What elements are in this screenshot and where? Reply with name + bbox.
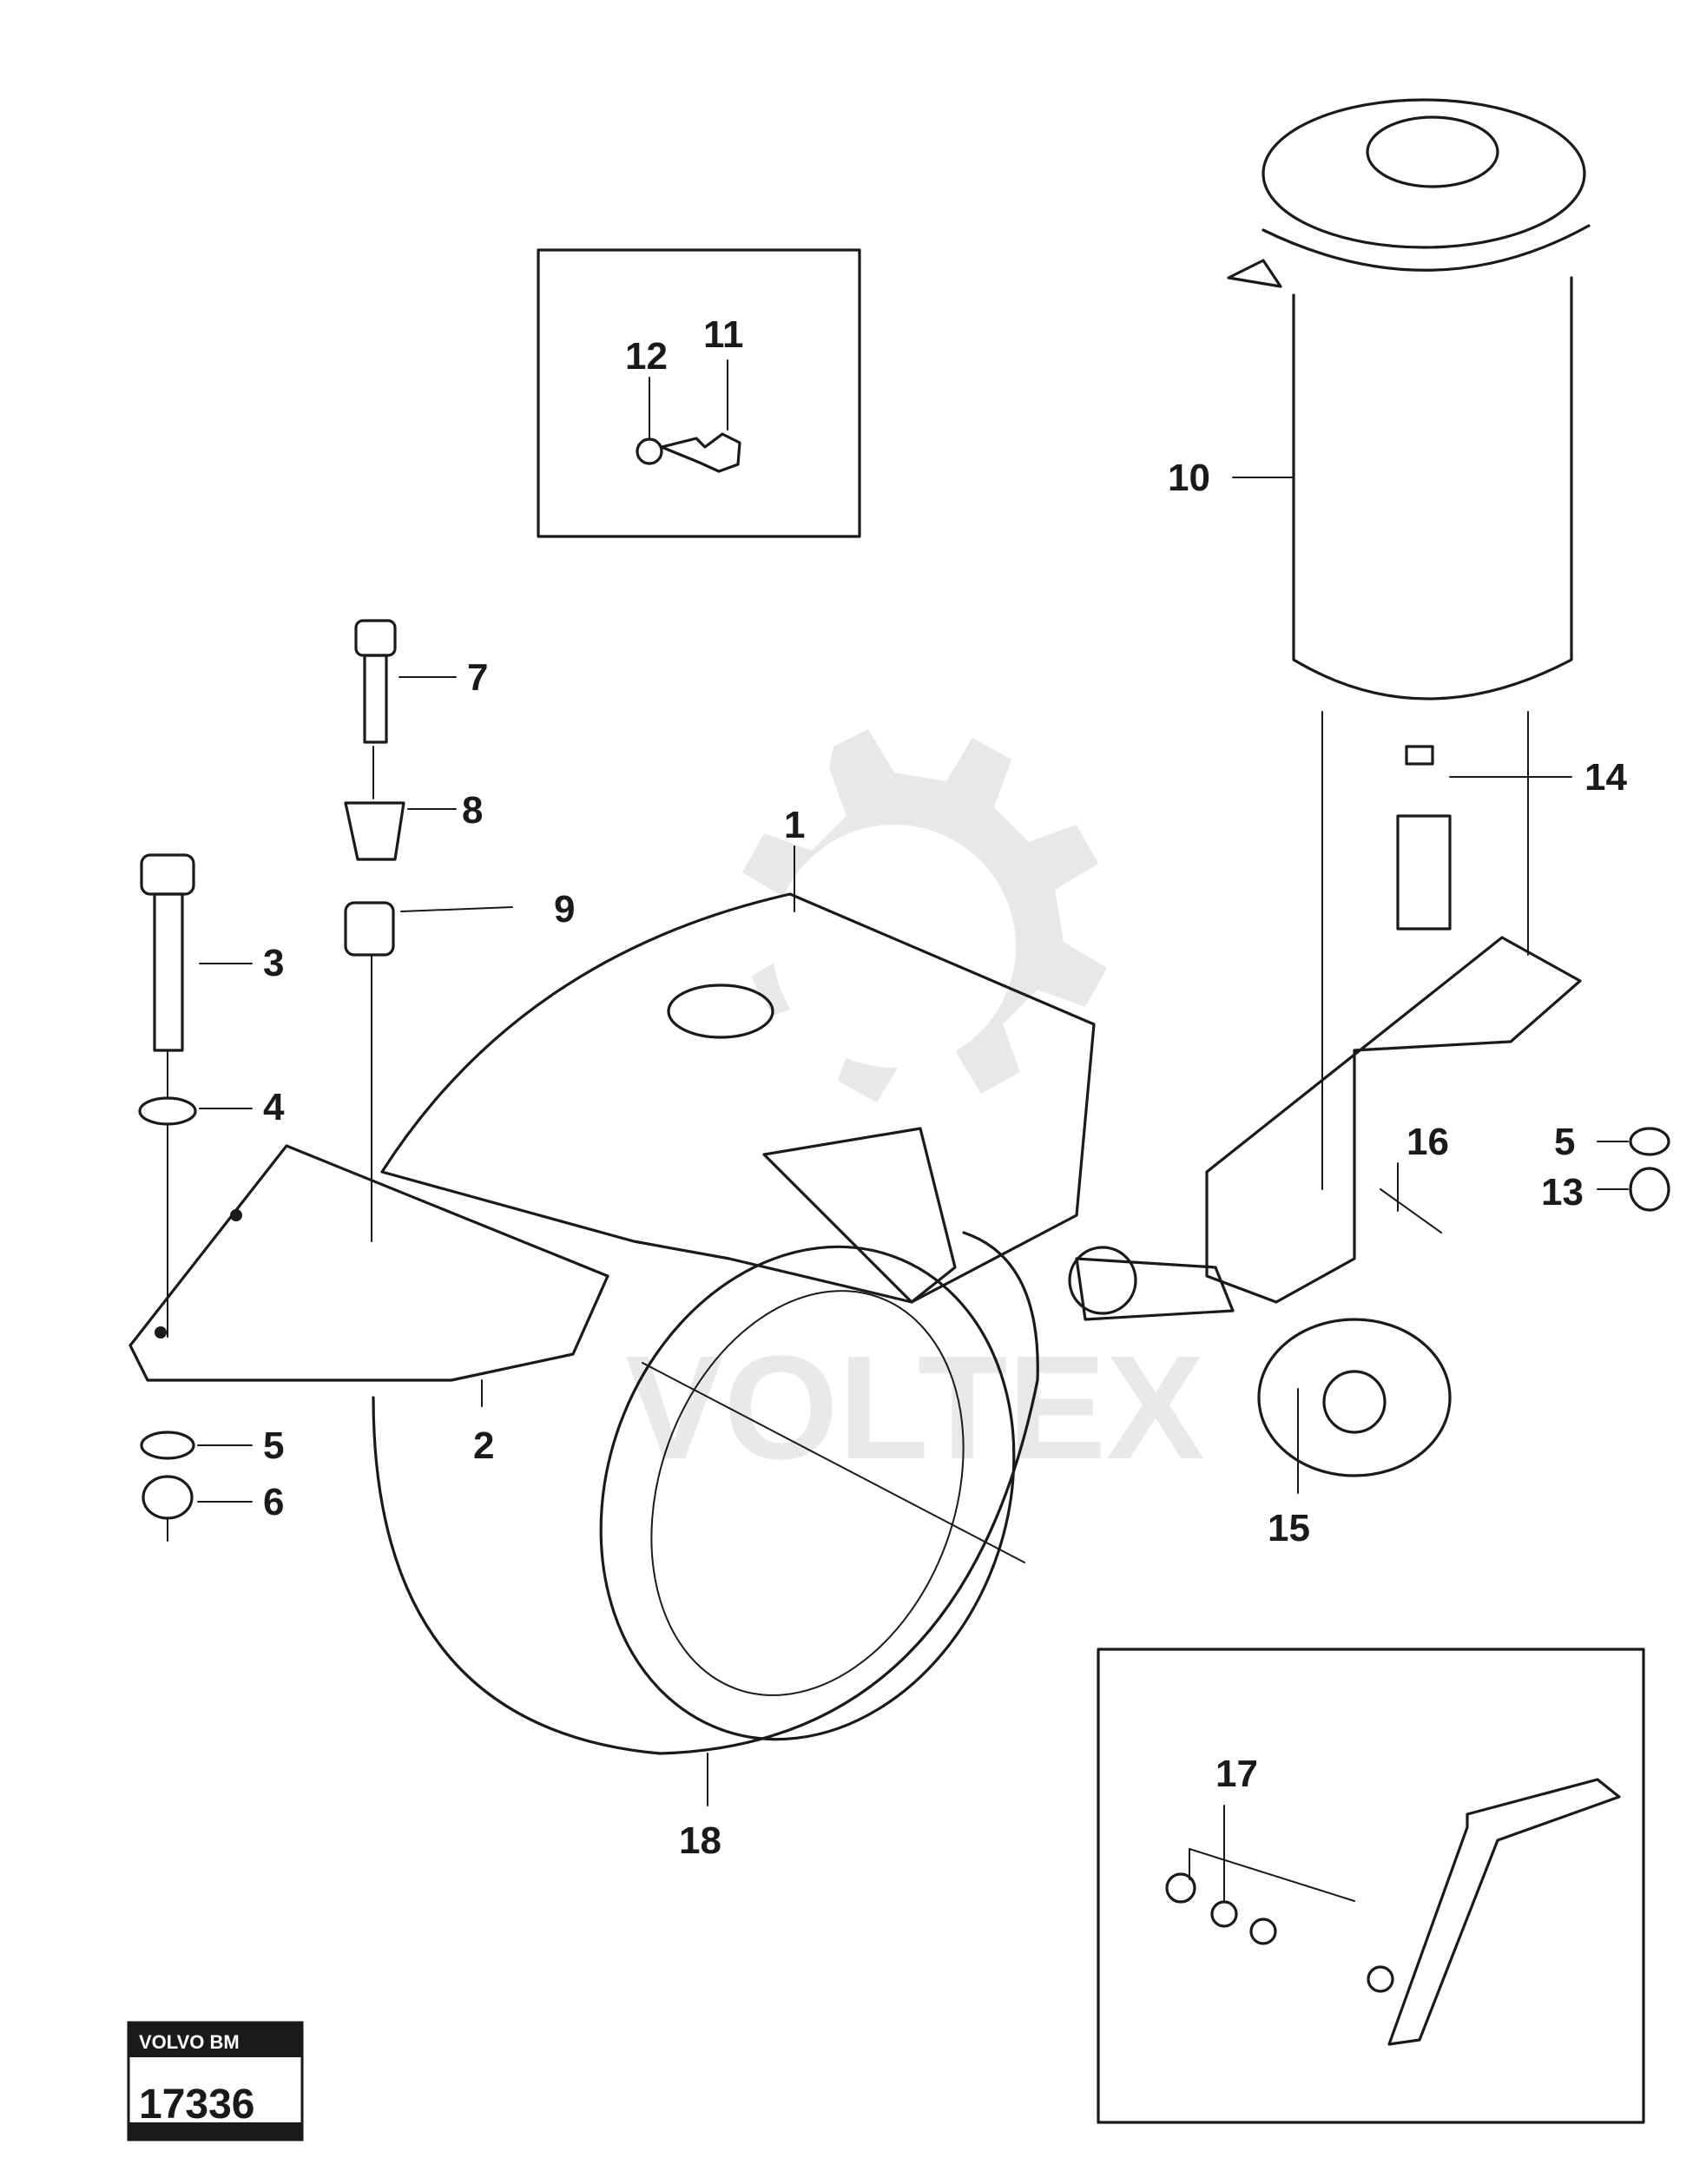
part-label-6: 6: [263, 1481, 284, 1523]
part-label-15: 15: [1268, 1507, 1310, 1549]
bolt-7-stack: [344, 619, 405, 1242]
leader-lines: [197, 477, 1629, 1806]
part-label-5a: 5: [263, 1424, 284, 1467]
volvo-stamp: VOLVO BM 17336: [127, 2021, 304, 2141]
drum-wheel: [372, 1231, 1039, 1755]
part-label-1: 1: [784, 804, 805, 846]
stamp-number: 17336: [139, 2082, 254, 2128]
part-labels: 1 2 3 4 5 6 7 8 9 10 11 12 5 13 14 15 16…: [263, 313, 1627, 1862]
part-label-4: 4: [263, 1086, 285, 1128]
part-label-13: 13: [1541, 1171, 1584, 1214]
brake-cylinder: [1227, 98, 1591, 1190]
part-label-14: 14: [1584, 756, 1627, 799]
base-plate: [128, 1144, 609, 1382]
part-label-17: 17: [1215, 1753, 1258, 1795]
part-label-2: 2: [473, 1424, 494, 1467]
part-label-9: 9: [554, 888, 575, 931]
stamp-brand: VOLVO BM: [139, 2031, 240, 2053]
bracket-assembly: [1068, 745, 1582, 1477]
watermark-text: VOLTEX: [625, 1326, 1204, 1490]
right-fasteners: [1380, 1127, 1670, 1233]
part-label-16: 16: [1406, 1121, 1449, 1163]
part-label-7: 7: [467, 656, 488, 699]
part-label-8: 8: [462, 789, 483, 832]
part-label-18: 18: [679, 1819, 721, 1862]
part-label-5b: 5: [1554, 1121, 1575, 1163]
mounting-plate: [380, 892, 1096, 1304]
part-label-12: 12: [625, 335, 668, 378]
part-label-10: 10: [1168, 457, 1210, 499]
bolt-3-stack: [138, 853, 197, 1542]
watermark-logo: VOLTEX: [625, 729, 1204, 1490]
part-label-3: 3: [263, 942, 284, 984]
inset-box-top: [537, 248, 861, 538]
part-label-11: 11: [703, 313, 744, 356]
inset-box-bottom: [1097, 1648, 1645, 2124]
